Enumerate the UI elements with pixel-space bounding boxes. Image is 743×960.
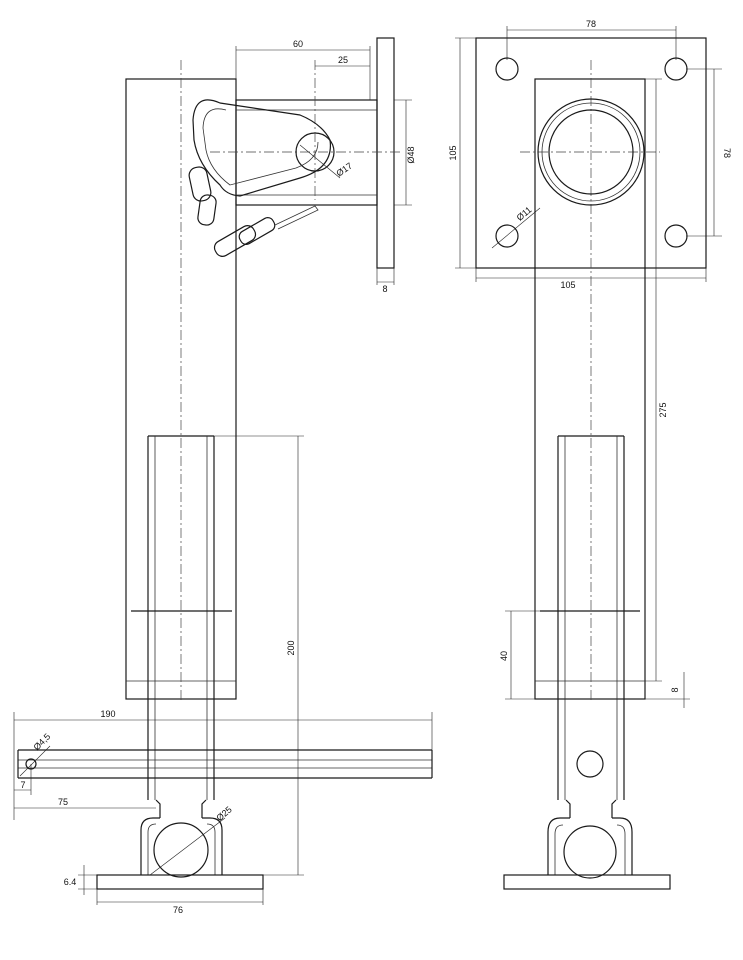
- lynch-pin-chain: [188, 99, 332, 257]
- side-view: [17, 37, 433, 890]
- dim-40: 40: [499, 651, 509, 661]
- handle-hole: [576, 750, 604, 778]
- dim-8-collar: 8: [670, 687, 680, 692]
- boss-outer: [537, 98, 645, 206]
- dim-60: 60: [293, 39, 303, 49]
- dim-17: Ø17: [334, 161, 354, 179]
- dim-76: 76: [173, 905, 183, 915]
- dim-200: 200: [286, 640, 296, 655]
- dim-105-bottom: 105: [560, 280, 575, 290]
- bolt-hole: [495, 57, 519, 81]
- dim-6-4: 6.4: [64, 877, 77, 887]
- dim-25: 25: [338, 55, 348, 65]
- foot-plate: [96, 874, 264, 890]
- dim-7: 7: [20, 780, 25, 790]
- bolt-hole: [664, 57, 688, 81]
- ball-joint: [153, 822, 209, 878]
- dim-78-right: 78: [722, 148, 732, 158]
- foot-socket: [140, 817, 223, 875]
- dimension-lines: [13, 26, 722, 905]
- dim-275: 275: [658, 402, 668, 417]
- dim-105-left: 105: [448, 145, 458, 160]
- bolt-hole: [664, 224, 688, 248]
- dim-4-5: Ø4,5: [31, 731, 52, 752]
- dim-11: Ø11: [515, 205, 534, 223]
- mounting-flange-side: [376, 37, 395, 269]
- front-view: [475, 37, 707, 890]
- dim-75: 75: [58, 797, 68, 807]
- crank-handle: [17, 749, 433, 779]
- bolt-hole: [495, 224, 519, 248]
- dim-78-top: 78: [586, 19, 596, 29]
- dim-48: Ø48: [406, 146, 416, 163]
- dimension-labels: 60 25 Ø48 Ø17 8 200 190 Ø4,5 7 75 Ø25 6.…: [20, 19, 732, 915]
- dim-25-ball: Ø25: [214, 804, 233, 823]
- dim-8-flange: 8: [382, 284, 387, 294]
- dim-190: 190: [100, 709, 115, 719]
